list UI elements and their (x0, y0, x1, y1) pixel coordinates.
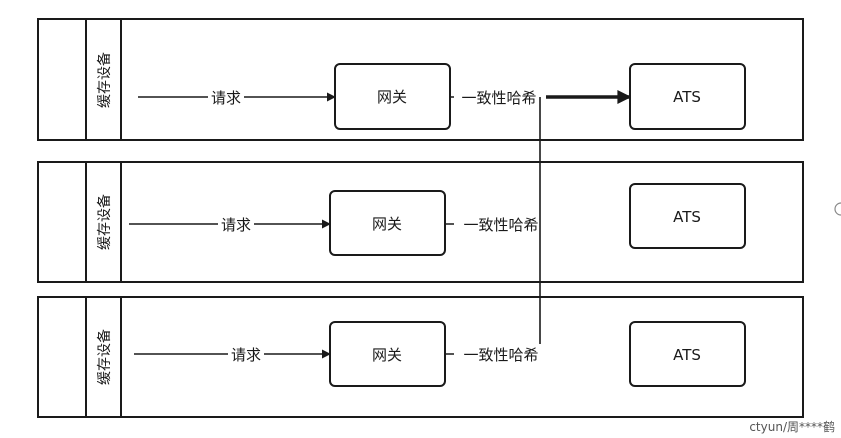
lane-3: 缓存设备 请求 网关 一致性哈希 ATS (37, 296, 804, 418)
lane-3-request-label: 请求 (231, 346, 261, 364)
lane-2-request-label-bg (218, 214, 254, 234)
lane-2-hash-label: 一致性哈希 (463, 216, 538, 234)
lane-2-ats-node (629, 183, 746, 249)
lane-1-request-label-bg (208, 87, 244, 107)
lane-1-hash-label: 一致性哈希 (461, 89, 536, 107)
lane-1-label: 缓存设备 (96, 52, 113, 108)
lane-3-hash-label-bg (454, 344, 548, 364)
lane-2-gateway-node (329, 190, 446, 256)
lane-3-ats-node (629, 321, 746, 387)
connector-handle-icon (834, 202, 841, 216)
lane-3-hash-label: 一致性哈希 (463, 346, 538, 364)
lane-1: 缓存设备 请求 网关 一致性哈希 ATS (37, 18, 804, 141)
lane-2-request-label: 请求 (221, 216, 251, 234)
lane-2-ats-label: ATS (673, 208, 701, 226)
lane-2-hash-label-bg (454, 214, 548, 234)
lane-3-gateway-label: 网关 (372, 346, 402, 364)
lane-2-gateway-label: 网关 (372, 215, 402, 233)
lane-3-label: 缓存设备 (96, 329, 113, 385)
lane-3-request-label-bg (228, 344, 264, 364)
lane-1-ats-label: ATS (673, 88, 701, 106)
lane-1-ats-node (629, 63, 746, 130)
lane-1-gateway-label: 网关 (377, 88, 407, 106)
watermark: ctyun/周****鹤 (749, 420, 835, 434)
lane-2: 缓存设备 请求 网关 一致性哈希 ATS (37, 161, 804, 283)
lane-3-ats-label: ATS (673, 346, 701, 364)
lane-1-request-label: 请求 (211, 89, 241, 107)
lane-1-hash-label-bg (454, 87, 546, 107)
lane-2-label: 缓存设备 (96, 194, 113, 250)
